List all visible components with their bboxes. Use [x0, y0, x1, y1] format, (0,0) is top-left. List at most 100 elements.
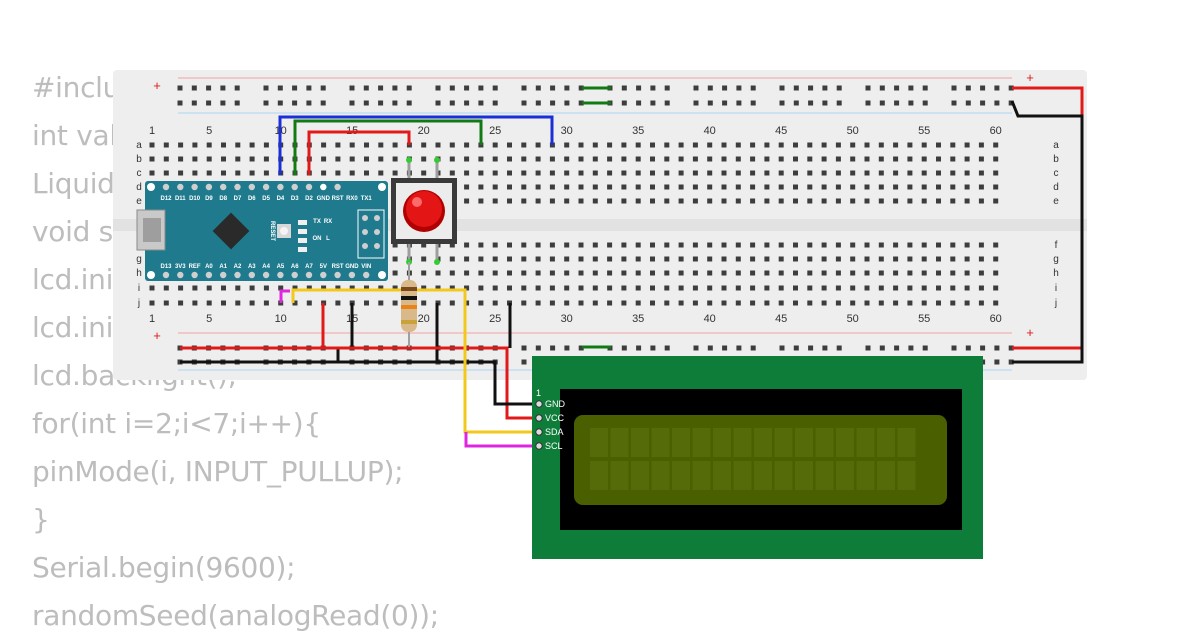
rail-hole[interactable]	[636, 85, 642, 91]
rail-hole[interactable]	[750, 345, 756, 351]
bb-hole[interactable]	[607, 300, 613, 306]
bb-hole[interactable]	[735, 300, 741, 306]
rail-hole[interactable]	[822, 345, 828, 351]
bb-hole[interactable]	[507, 256, 512, 262]
bb-hole[interactable]	[607, 142, 613, 148]
rail-hole[interactable]	[980, 100, 986, 106]
rail-hole[interactable]	[808, 85, 814, 91]
bb-hole[interactable]	[664, 270, 670, 276]
bb-hole[interactable]	[707, 300, 713, 306]
bb-hole[interactable]	[578, 285, 584, 291]
arduino-pin[interactable]	[277, 271, 284, 279]
bb-hole[interactable]	[592, 184, 598, 190]
rail-hole[interactable]	[263, 85, 269, 91]
bb-hole[interactable]	[864, 256, 870, 262]
bb-hole[interactable]	[178, 142, 184, 148]
rail-hole[interactable]	[951, 85, 957, 91]
bb-hole[interactable]	[349, 285, 355, 291]
bb-hole[interactable]	[492, 270, 498, 276]
bb-hole[interactable]	[921, 300, 927, 306]
bb-hole[interactable]	[707, 198, 713, 204]
bb-hole[interactable]	[206, 156, 212, 162]
rail-hole[interactable]	[191, 100, 197, 106]
bb-hole[interactable]	[764, 198, 770, 204]
bb-hole[interactable]	[564, 242, 570, 248]
rail-hole[interactable]	[994, 85, 1000, 91]
bb-hole[interactable]	[535, 198, 541, 204]
bb-hole[interactable]	[793, 198, 798, 204]
bb-hole[interactable]	[464, 198, 470, 204]
bb-hole[interactable]	[349, 156, 355, 162]
rail-hole[interactable]	[234, 100, 240, 106]
bb-hole[interactable]	[650, 198, 655, 204]
rail-hole[interactable]	[865, 85, 871, 91]
bb-hole[interactable]	[592, 300, 598, 306]
bb-hole[interactable]	[392, 242, 398, 248]
bb-hole[interactable]	[206, 170, 212, 176]
bb-hole[interactable]	[492, 256, 498, 262]
bb-hole[interactable]	[793, 270, 798, 276]
bb-hole[interactable]	[221, 300, 226, 306]
bb-hole[interactable]	[850, 300, 856, 306]
rail-hole[interactable]	[521, 85, 527, 91]
bb-hole[interactable]	[621, 285, 627, 291]
arduino-pin[interactable]	[291, 271, 298, 279]
bb-hole[interactable]	[392, 142, 398, 148]
rail-hole[interactable]	[664, 85, 670, 91]
bb-hole[interactable]	[263, 285, 269, 291]
bb-hole[interactable]	[621, 156, 627, 162]
bb-hole[interactable]	[893, 285, 899, 291]
bb-hole[interactable]	[921, 142, 927, 148]
bb-hole[interactable]	[678, 170, 684, 176]
bb-hole[interactable]	[778, 170, 784, 176]
bb-hole[interactable]	[635, 142, 641, 148]
rail-hole[interactable]	[664, 345, 670, 351]
bb-hole[interactable]	[478, 198, 484, 204]
bb-hole[interactable]	[850, 184, 856, 190]
bb-hole[interactable]	[664, 242, 670, 248]
lcd-pin[interactable]	[535, 428, 543, 436]
bb-hole[interactable]	[206, 285, 212, 291]
bb-hole[interactable]	[778, 300, 784, 306]
bb-hole[interactable]	[721, 242, 727, 248]
bb-hole[interactable]	[678, 256, 684, 262]
bb-hole[interactable]	[707, 256, 713, 262]
bb-hole[interactable]	[421, 170, 427, 176]
bb-hole[interactable]	[249, 300, 255, 306]
bb-hole[interactable]	[192, 285, 198, 291]
bb-hole[interactable]	[549, 198, 555, 204]
bb-hole[interactable]	[621, 270, 627, 276]
rail-hole[interactable]	[879, 100, 885, 106]
bb-hole[interactable]	[978, 256, 984, 262]
bb-hole[interactable]	[650, 300, 655, 306]
bb-hole[interactable]	[978, 285, 984, 291]
rail-hole[interactable]	[277, 85, 283, 91]
bb-hole[interactable]	[464, 300, 470, 306]
rail-hole[interactable]	[707, 100, 713, 106]
bb-hole[interactable]	[750, 256, 756, 262]
rail-hole[interactable]	[449, 100, 455, 106]
bb-hole[interactable]	[578, 156, 584, 162]
bb-hole[interactable]	[878, 198, 884, 204]
bb-hole[interactable]	[364, 300, 369, 306]
bb-hole[interactable]	[449, 242, 455, 248]
bb-hole[interactable]	[607, 256, 613, 262]
bb-hole[interactable]	[893, 270, 899, 276]
rail-hole[interactable]	[621, 85, 627, 91]
rail-hole[interactable]	[793, 345, 799, 351]
bb-hole[interactable]	[364, 142, 369, 148]
bb-hole[interactable]	[521, 156, 527, 162]
arduino-pin[interactable]	[234, 183, 241, 191]
rail-hole[interactable]	[650, 100, 656, 106]
arduino-pin[interactable]	[162, 271, 170, 279]
bb-hole[interactable]	[950, 256, 956, 262]
bb-hole[interactable]	[592, 256, 598, 262]
rail-hole[interactable]	[822, 85, 828, 91]
rail-hole[interactable]	[478, 85, 484, 91]
bb-hole[interactable]	[807, 170, 813, 176]
bb-hole[interactable]	[564, 270, 570, 276]
bb-hole[interactable]	[821, 300, 827, 306]
bb-hole[interactable]	[192, 300, 198, 306]
bb-hole[interactable]	[650, 270, 655, 276]
arduino-pin[interactable]	[305, 271, 313, 279]
